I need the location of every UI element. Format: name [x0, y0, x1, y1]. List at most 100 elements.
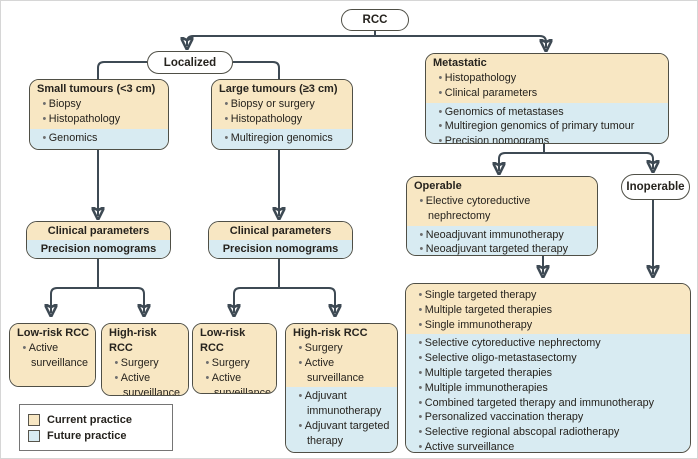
list-item-text: Histopathology [48, 112, 121, 125]
list-item: •Biopsy [37, 97, 163, 112]
bullet-icon: • [298, 342, 303, 354]
list-item-text: Single immunotherapy [424, 318, 533, 331]
metastatic-title: Metastatic [433, 57, 487, 69]
params-box-right: Clinical parameters Precision nomograms [208, 221, 353, 259]
list-item-text: Surgery [304, 342, 343, 354]
bullet-icon: • [224, 131, 229, 144]
params-left-current: Clinical parameters [27, 222, 170, 240]
list-item-text: Histopathology [444, 72, 517, 84]
large-tumours-future-section: •Multiregion genomics [212, 128, 352, 149]
list-item: •Combined targeted therapy and immunothe… [413, 396, 685, 411]
low-risk-large-title: Low-risk RCC [200, 327, 246, 354]
bullet-icon: • [438, 135, 443, 144]
list-item-text: Surgery [120, 357, 159, 369]
list-item-text: Multiregion genomics [230, 131, 333, 144]
list-item-text: Clinical parameters [444, 86, 538, 99]
list-item: •Selective regional abscopal radiotherap… [413, 425, 685, 440]
list-item: •Clinical parameters [433, 86, 663, 101]
list-item-text: Selective oligo-metastasectomy [424, 352, 577, 365]
list-item: •Histopathology [37, 112, 163, 127]
connector-metastatic-to-operable [499, 152, 544, 171]
future-practice-swatch [28, 429, 40, 442]
bullet-icon: • [438, 72, 443, 84]
large-tumours-title: Large tumours (≥3 cm) [219, 83, 338, 95]
operable-box: Operable •Elective cytoreductive nephrec… [406, 176, 598, 256]
list-item: •Multiple targeted therapies [413, 366, 685, 381]
connector-rcc-to-metastatic [375, 35, 546, 48]
list-item: •Elective cytoreductive nephrectomy [414, 194, 592, 224]
low-risk-small-section: Low-risk RCC •Active surveillance [10, 324, 95, 386]
list-item-text: Biopsy [48, 98, 82, 110]
metastatic-box: Metastatic •Histopathology •Clinical par… [425, 53, 669, 144]
low-risk-large-box: Low-risk RCC •Surgery •Active surveillan… [192, 323, 277, 394]
bullet-icon: • [438, 105, 443, 118]
list-item-text: Personalized vaccination therapy [424, 411, 584, 424]
bullet-icon: • [22, 342, 27, 354]
list-item-text: Active surveillance [304, 356, 365, 384]
legend-item-current: Current practice [28, 413, 164, 426]
connector-params-left-to-lowrisk [51, 287, 98, 313]
bullet-icon: • [418, 366, 423, 379]
list-item-text: Multiple targeted therapies [424, 303, 553, 316]
localized-node: Localized [147, 51, 233, 74]
low-risk-large-section: Low-risk RCC •Surgery •Active surveillan… [193, 324, 276, 393]
list-item-text: Surgery [211, 357, 250, 369]
metastatic-future-section: •Genomics of metastases •Multiregion gen… [426, 102, 668, 144]
list-item-text: Multiregion genomics of primary tumour [444, 120, 635, 133]
list-item: •Adjuvant targeted therapy [293, 419, 392, 449]
bullet-icon: • [418, 411, 423, 424]
list-item-text: Active surveillance [424, 440, 515, 453]
bullet-icon: • [419, 228, 424, 241]
list-item: •Single targeted therapy [413, 288, 685, 303]
list-item: •Single immunotherapy [413, 318, 685, 333]
list-item: •Neoadjuvant immunotherapy [414, 228, 592, 243]
metastatic-current-section: Metastatic •Histopathology •Clinical par… [426, 54, 668, 103]
legend-label: Current practice [47, 413, 132, 426]
bullet-icon: • [205, 357, 210, 369]
bullet-icon: • [418, 381, 423, 394]
bullet-icon: • [298, 419, 303, 432]
connector-metastatic-to-inoperable [544, 152, 653, 169]
list-item: •Surgery [109, 356, 183, 371]
list-item: •Histopathology [433, 71, 663, 86]
list-item-text: Histopathology [230, 112, 303, 125]
current-practice-swatch [28, 413, 40, 426]
small-tumours-current-section: Small tumours (<3 cm) •Biopsy •Histopath… [30, 80, 168, 129]
params-box-left: Clinical parameters Precision nomograms [26, 221, 171, 259]
list-item: •Surgery [293, 341, 392, 356]
bullet-icon: • [418, 396, 423, 409]
bullet-icon: • [42, 112, 47, 125]
high-risk-large-future-section: •Adjuvant immunotherapy •Adjuvant target… [286, 387, 397, 452]
localized-label: Localized [163, 56, 217, 69]
list-item-text: Genomics [48, 131, 98, 144]
list-item-text: Neoadjuvant targeted therapy [425, 243, 569, 256]
bullet-icon: • [224, 98, 229, 110]
list-item: •Genomics [37, 131, 163, 146]
bullet-icon: • [418, 289, 423, 301]
connector-rcc-to-localized [187, 35, 375, 46]
list-item: •Active surveillance [413, 440, 685, 453]
low-risk-small-box: Low-risk RCC •Active surveillance [9, 323, 96, 387]
small-tumours-future-section: •Genomics [30, 128, 168, 149]
large-tumours-current-section: Large tumours (≥3 cm) •Biopsy or surgery… [212, 80, 352, 129]
high-risk-large-title: High-risk RCC [293, 327, 368, 339]
inoperable-node: Inoperable [621, 174, 690, 200]
high-risk-large-box: High-risk RCC •Surgery •Active surveilla… [285, 323, 398, 453]
list-item-text: Multiple immunotherapies [424, 381, 548, 394]
connector-params-right-to-lowrisk [234, 287, 279, 313]
operable-future-section: •Neoadjuvant immunotherapy •Neoadjuvant … [407, 225, 597, 256]
bullet-icon: • [438, 120, 443, 133]
bullet-icon: • [418, 440, 423, 453]
list-item-text: Elective cytoreductive nephrectomy [425, 195, 531, 222]
connector-localized-to-large [233, 61, 280, 80]
bullet-icon: • [418, 303, 423, 316]
list-item-text: Combined targeted therapy and immunother… [424, 396, 655, 409]
high-risk-small-section: High-risk RCC •Surgery •Active surveilla… [102, 324, 188, 395]
high-risk-small-box: High-risk RCC •Surgery •Active surveilla… [101, 323, 189, 396]
list-item-text: Selective regional abscopal radiotherapy [424, 426, 620, 439]
bullet-icon: • [205, 371, 210, 384]
low-risk-small-title: Low-risk RCC [17, 327, 90, 339]
list-item-text: Adjuvant targeted therapy [304, 419, 390, 447]
